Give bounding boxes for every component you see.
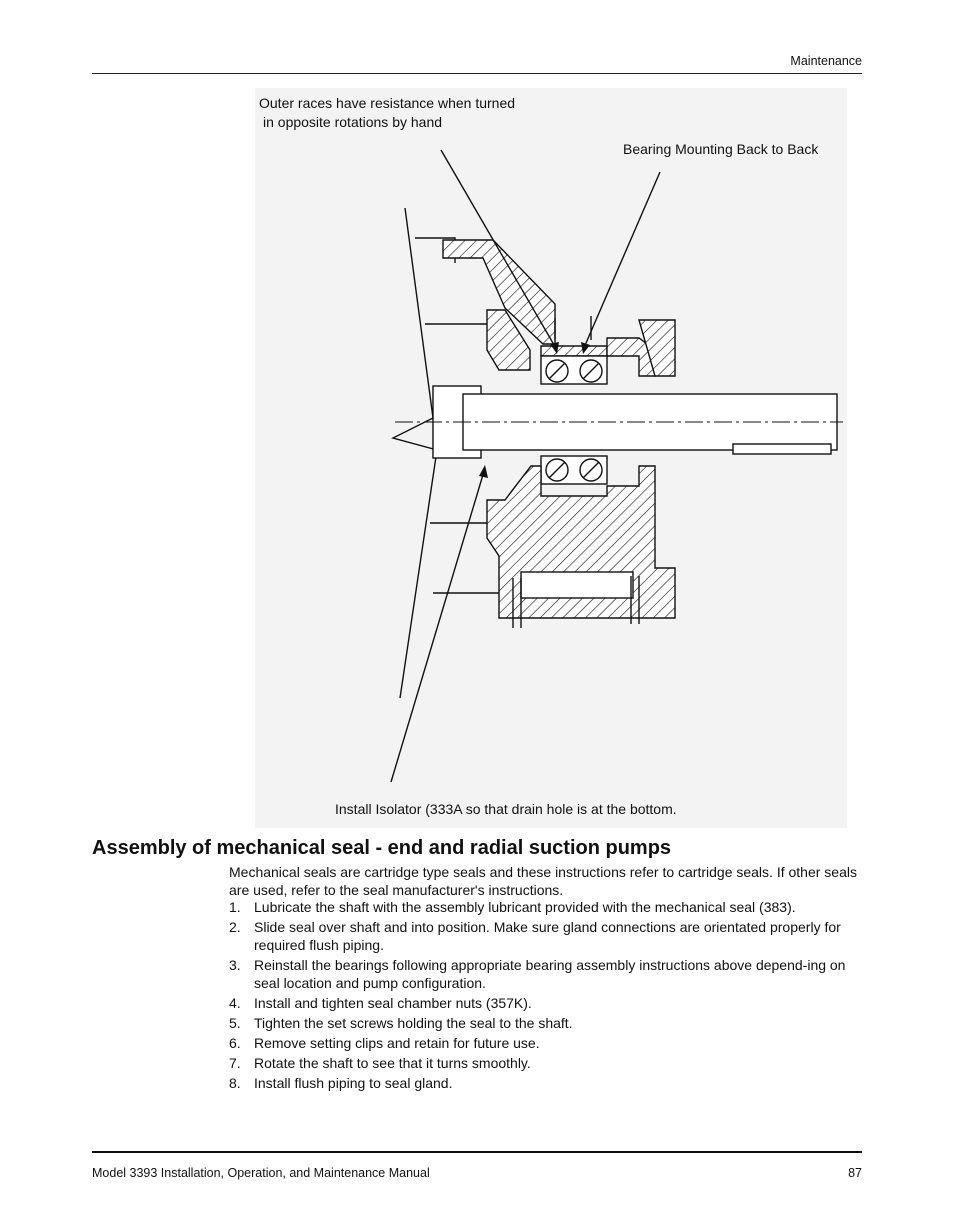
step-text: Lubricate the shaft with the assembly lu… [254, 899, 796, 915]
step-text: Install and tighten seal chamber nuts (3… [254, 995, 532, 1011]
list-item: 1. Lubricate the shaft with the assembly … [229, 898, 862, 916]
step-text: Slide seal over shaft and into position.… [254, 919, 841, 953]
step-text: Reinstall the bearings following appropr… [254, 957, 846, 991]
step-text: Install flush piping to seal gland. [254, 1075, 453, 1091]
label-install-isolator: Install Isolator (333A so that drain hol… [335, 801, 677, 817]
step-number: 1. [229, 899, 241, 915]
list-item: 6. Remove setting clips and retain for fu… [229, 1034, 862, 1052]
list-item: 8. Install flush piping to seal gland. [229, 1074, 862, 1092]
step-number: 8. [229, 1075, 241, 1091]
label-outer-races: Outer races have resistance when turned [259, 95, 516, 111]
step-number: 5. [229, 1015, 241, 1031]
running-header: Maintenance [790, 54, 862, 68]
bearing-assembly-drawing [390, 149, 843, 783]
footer-rule [92, 1151, 862, 1153]
assembly-steps-list: 1. Lubricate the shaft with the assembly … [229, 898, 862, 1094]
leader-bearing-mounting [582, 171, 661, 351]
step-text: Rotate the shaft to see that it turns sm… [254, 1055, 531, 1071]
label-bearing-mounting: Bearing Mounting Back to Back [623, 141, 819, 157]
step-number: 3. [229, 957, 241, 973]
list-item: 7. Rotate the shaft to see that it turns … [229, 1054, 862, 1072]
step-number: 4. [229, 995, 241, 1011]
list-item: 4. Install and tighten seal chamber nuts … [229, 994, 862, 1012]
step-number: 6. [229, 1035, 241, 1051]
frame-upper-section [442, 239, 556, 345]
page-number: 87 [848, 1166, 862, 1180]
list-item: 5. Tighten the set screws holding the sea… [229, 1014, 862, 1032]
list-item: 3. Reinstall the bearings following appro… [229, 956, 862, 992]
impeller-outline [391, 207, 438, 699]
step-number: 2. [229, 919, 241, 935]
list-item: 2. Slide seal over shaft and into positio… [229, 918, 862, 954]
leader-isolator [390, 467, 486, 783]
header-rule [92, 73, 862, 74]
section-heading: Assembly of mechanical seal - end and ra… [92, 837, 672, 859]
leader-outer-races [440, 149, 558, 351]
label-outer-races-continued: in opposite rotations by hand [263, 114, 443, 130]
step-text: Tighten the set screws holding the seal … [254, 1015, 573, 1031]
intro-paragraph: Mechanical seals are cartridge type seal… [229, 864, 857, 898]
step-text: Remove setting clips and retain for futu… [254, 1035, 540, 1051]
bearing-assembly-figure: Outer races have resistance when turned … [255, 88, 847, 828]
footer-manual-title: Model 3393 Installation, Operation, and … [92, 1166, 430, 1180]
step-number: 7. [229, 1055, 241, 1071]
